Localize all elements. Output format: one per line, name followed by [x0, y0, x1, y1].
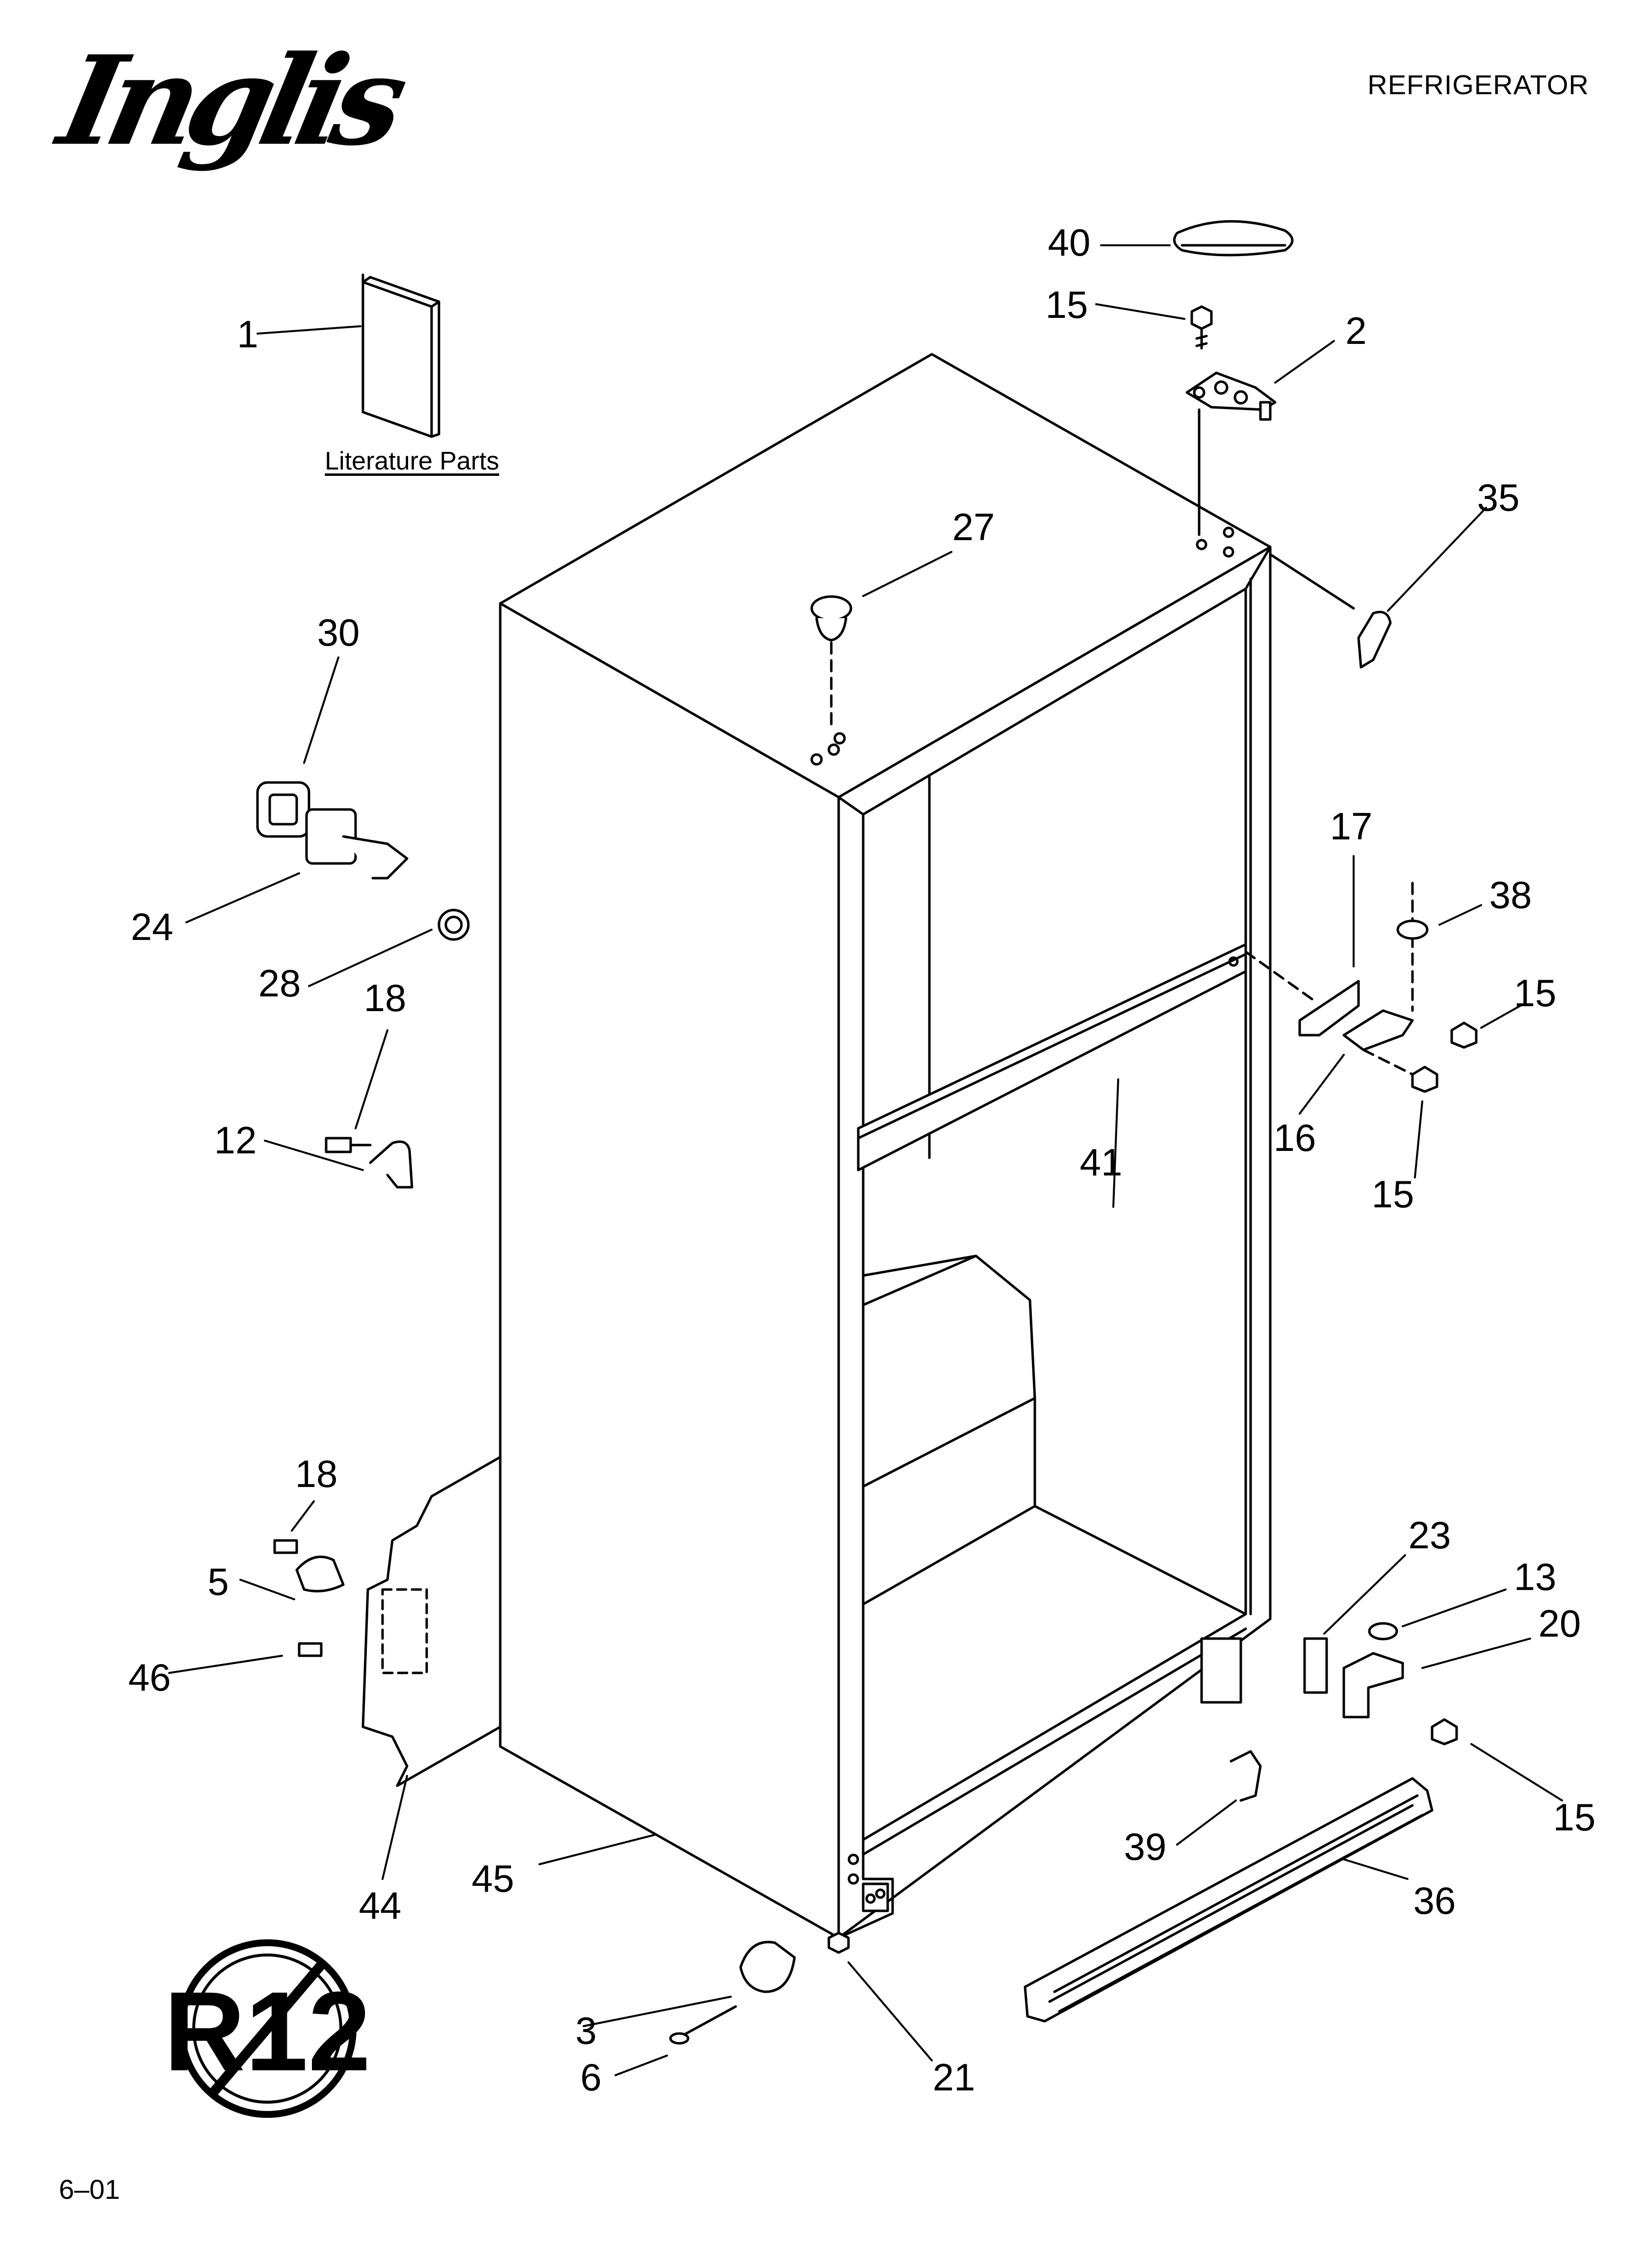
callout-15: 15 — [1514, 971, 1557, 1015]
callout-39: 39 — [1124, 1825, 1167, 1868]
refrigerator-cabinet — [499, 353, 1272, 1939]
callout-27: 27 — [952, 505, 995, 548]
callout-15: 15 — [1045, 283, 1088, 326]
top-hinge-assembly — [1173, 220, 1294, 536]
callout-5: 5 — [207, 1560, 229, 1603]
callout-41: 41 — [1079, 1141, 1123, 1184]
literature-parts-label: Literature Parts — [325, 447, 499, 475]
clip-part — [1269, 553, 1392, 669]
plug-button — [810, 595, 852, 732]
callout-20: 20 — [1538, 1602, 1581, 1645]
callout-15: 15 — [1371, 1173, 1414, 1216]
callout-3: 3 — [575, 2009, 597, 2052]
callout-18: 18 — [295, 1452, 338, 1495]
document-title: REFRIGERATOR — [1367, 69, 1589, 100]
callout-28: 28 — [258, 962, 301, 1005]
leader-lines — [168, 244, 1563, 2076]
callout-30: 30 — [317, 611, 360, 654]
r12-badge: R12 — [164, 1939, 371, 2118]
bottom-hinge-assembly — [1200, 1622, 1458, 1746]
callout-24: 24 — [130, 905, 174, 948]
valve-assembly — [256, 781, 470, 941]
bracket-12 — [325, 1137, 413, 1189]
callout-16: 16 — [1273, 1116, 1316, 1159]
callout-21: 21 — [932, 2056, 975, 2099]
callout-35: 35 — [1477, 476, 1520, 519]
callout-13: 13 — [1514, 1555, 1557, 1598]
callout-6: 6 — [580, 2056, 602, 2099]
literature-booklet — [361, 273, 440, 438]
callout-12: 12 — [214, 1119, 257, 1162]
callout-17: 17 — [1330, 805, 1373, 848]
center-rail — [857, 943, 1247, 1172]
callout-23: 23 — [1408, 1513, 1451, 1557]
callout-18: 18 — [363, 976, 407, 1019]
callout-46: 46 — [128, 1656, 171, 1699]
toe-grille — [1024, 1777, 1434, 2023]
callout-44: 44 — [359, 1884, 402, 1927]
callout-15: 15 — [1553, 1796, 1596, 1839]
center-hinge-assembly — [1244, 882, 1478, 1093]
rear-bracket — [273, 1456, 502, 1787]
clip-39 — [1230, 1750, 1262, 1802]
callout-1: 1 — [237, 313, 258, 356]
callout-40: 40 — [1048, 221, 1091, 264]
revision-date: 6–01 — [59, 2174, 120, 2205]
callout-36: 36 — [1413, 1879, 1456, 1922]
callout-38: 38 — [1489, 873, 1532, 916]
callout-45: 45 — [471, 1857, 514, 1900]
callout-2: 2 — [1345, 309, 1367, 352]
leveling-leg-assembly — [669, 1931, 850, 2045]
